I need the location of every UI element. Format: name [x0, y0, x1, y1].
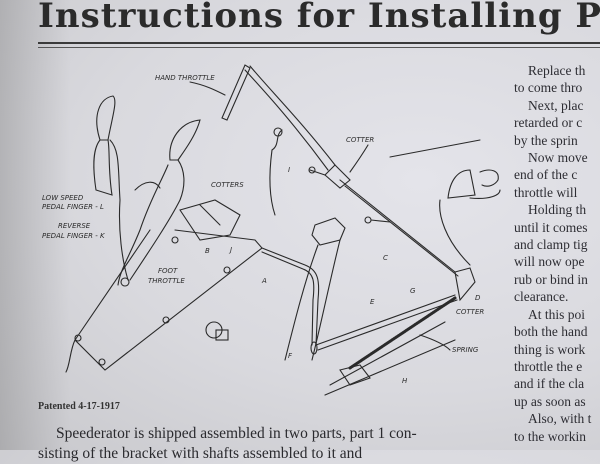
- pedals-drawing: [93, 95, 201, 287]
- label-a: A: [261, 277, 267, 285]
- label-e: E: [370, 298, 375, 306]
- label-c: C: [383, 254, 388, 262]
- bracket-plate-drawing: [65, 199, 263, 373]
- right-column-line: Next, plac: [528, 97, 584, 113]
- hand-throttle-drawing: [221, 64, 481, 277]
- label-cotters: COTTERS: [211, 181, 244, 189]
- body-piece-drawing: [447, 169, 501, 199]
- right-column-line: clearance.: [514, 289, 569, 305]
- title-rule-thin: [38, 47, 600, 48]
- right-column-line: Replace th: [528, 63, 586, 78]
- label-g: G: [410, 287, 416, 295]
- right-column-line: and if the cla: [514, 376, 585, 392]
- right-column-line: Holding th: [528, 202, 587, 218]
- right-column-line: throttle the e: [514, 358, 583, 374]
- right-column-line: up as soon as: [514, 393, 586, 409]
- label-d: D: [475, 294, 481, 302]
- body-line-1: Speederator is shipped assembled in two …: [56, 425, 417, 442]
- label-cotter-top: COTTER: [346, 136, 374, 144]
- bolt-drawing: [205, 321, 229, 341]
- right-column-line: Now move: [528, 150, 588, 166]
- right-column-line: to the workin: [514, 428, 586, 444]
- right-column-line: to come thro: [514, 80, 583, 96]
- right-column-line: end of the c: [514, 167, 578, 183]
- right-column-line: retarded or c: [514, 115, 583, 131]
- right-column-line: until it comes: [514, 219, 588, 235]
- page-title: Instructions for Installing Pe: [38, 0, 600, 36]
- label-j: J: [228, 246, 232, 254]
- label-f: F: [288, 352, 293, 360]
- label-low-speed-2: PEDAL FINGER - L: [42, 203, 104, 211]
- label-b: B: [205, 247, 210, 255]
- right-column-line: by the sprin: [514, 132, 578, 148]
- patent-note: Patented 4-17-1917: [38, 401, 120, 412]
- label-low-speed-1: LOW SPEED: [42, 194, 84, 202]
- label-cotter-right: COTTER: [456, 308, 484, 316]
- right-column-line: will now ope: [514, 254, 585, 270]
- right-column-line: and clamp tig: [514, 237, 588, 253]
- title-rule-thick: [38, 42, 600, 44]
- label-h: H: [402, 377, 408, 385]
- right-column-line: both the hand: [514, 324, 588, 340]
- right-column-line: Also, with t: [528, 411, 592, 427]
- label-reverse-1: REVERSE: [58, 222, 91, 230]
- right-column-line: thing is work: [514, 341, 586, 357]
- label-hand-throttle: HAND THROTTLE: [155, 74, 215, 82]
- label-foot-2: THROTTLE: [148, 277, 185, 285]
- body-paragraph: Speederator is shipped assembled in two …: [38, 424, 518, 464]
- right-column-line: rub or bind in: [514, 271, 588, 287]
- spring-rod-drawing: [315, 199, 476, 396]
- right-column-line: At this poi: [528, 306, 586, 322]
- label-i: I: [288, 166, 290, 174]
- body-line-2: sisting of the bracket with shafts assem…: [38, 445, 363, 462]
- steering-column-drawing: [284, 217, 346, 361]
- right-column-line: throttle will: [514, 184, 578, 200]
- label-foot-1: FOOT: [158, 267, 178, 275]
- label-reverse-2: PEDAL FINGER - K: [42, 232, 106, 240]
- label-spring: SPRING: [452, 346, 479, 354]
- installation-diagram: HAND THROTTLE COTTER COTTERS LOW SPEED P…: [30, 55, 510, 400]
- rod-a-drawing: [261, 247, 320, 355]
